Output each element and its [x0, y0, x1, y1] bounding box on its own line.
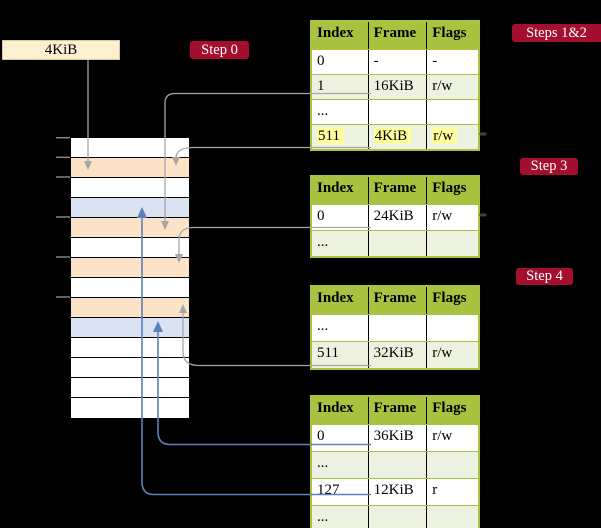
table-row: ...	[312, 505, 478, 528]
memory-frame-blue	[71, 318, 189, 338]
memory-frame-white	[71, 138, 189, 158]
table-row: ...	[312, 451, 478, 478]
table-cell: 1	[317, 78, 325, 94]
table-cell	[367, 100, 427, 124]
table-cell	[426, 100, 478, 124]
table-cell: r/w	[426, 125, 478, 149]
step-4-badge: Step 4	[516, 268, 573, 285]
table-cell: 32KiB	[367, 342, 427, 368]
memory-frame-white	[71, 338, 189, 358]
column-header: Index	[317, 290, 354, 306]
table-cell: 511	[312, 125, 368, 149]
table-cell	[426, 231, 478, 256]
table-cell: 12KiB	[367, 479, 427, 505]
column-header: Index	[317, 180, 354, 196]
table-cell: 0	[317, 53, 325, 69]
highlighted-value: 511	[317, 128, 344, 144]
page-size-label: 4KiB	[2, 40, 120, 60]
column-header: Flags	[426, 177, 478, 204]
table-cell: 24KiB	[367, 205, 427, 230]
table-cell: 127	[317, 482, 340, 498]
table-cell: r/w	[426, 205, 478, 230]
memory-frame-peach	[71, 298, 189, 318]
column-header: Flags	[426, 22, 478, 49]
table-cell: 16KiB	[367, 75, 427, 99]
column-header: Index	[317, 400, 354, 416]
table-cell: r/w	[426, 75, 478, 99]
table-cell: 0	[317, 428, 325, 444]
physical-memory-stack	[70, 137, 190, 419]
table-cell: ...	[317, 455, 329, 471]
table-cell	[367, 231, 427, 256]
memory-frame-peach	[71, 158, 189, 178]
table-cell: 511	[317, 345, 339, 361]
table-cell: 4KiB	[367, 125, 427, 149]
memory-frame-white	[71, 178, 189, 198]
column-header: Index	[317, 25, 354, 41]
table-cell: r	[426, 479, 478, 505]
table-cell: r/w	[426, 425, 478, 451]
steps-1-2-badge: Steps 1&2	[512, 24, 601, 42]
table-cell: ...	[317, 318, 329, 334]
memory-frame-white	[71, 238, 189, 258]
table-row: 0 --	[312, 49, 478, 74]
memory-frame-blue	[71, 198, 189, 218]
table-cell	[367, 506, 427, 528]
table-cell	[426, 506, 478, 528]
table-row: ...	[312, 230, 478, 256]
table-cell: 36KiB	[367, 425, 427, 451]
table-cell: 0	[317, 208, 325, 224]
table-cell: r/w	[426, 342, 478, 368]
table-row: ...	[312, 99, 478, 124]
table-cell: ...	[317, 234, 329, 250]
table-cell	[426, 315, 478, 341]
column-header: Frame	[367, 397, 427, 424]
memory-frame-white	[71, 278, 189, 298]
step-0-badge: Step 0	[190, 41, 249, 59]
table-cell	[426, 452, 478, 478]
table-cell: ...	[317, 103, 329, 119]
memory-frame-white	[71, 378, 189, 398]
highlighted-value: r/w	[432, 128, 458, 144]
row-stub-mark	[479, 213, 487, 217]
memory-frame-white	[71, 398, 189, 418]
table-cell: -	[426, 50, 478, 74]
table-row: ...	[312, 314, 478, 341]
table-cell	[367, 452, 427, 478]
memory-frame-peach	[71, 258, 189, 278]
highlighted-value: 4KiB	[373, 128, 412, 144]
step-3-badge: Step 3	[520, 158, 578, 175]
table-row: 511 4KiB r/w	[312, 124, 478, 149]
column-header: Flags	[426, 287, 478, 314]
column-header: Flags	[426, 397, 478, 424]
frame-boundary-ticks	[56, 136, 70, 298]
memory-frame-peach	[71, 218, 189, 238]
table-cell	[367, 315, 427, 341]
column-header: Frame	[367, 287, 427, 314]
column-header: Frame	[367, 177, 427, 204]
column-header: Frame	[367, 22, 427, 49]
table-cell: ...	[317, 509, 329, 525]
table-cell: -	[367, 50, 427, 74]
row-stub-mark	[479, 132, 487, 136]
memory-frame-white	[71, 358, 189, 378]
